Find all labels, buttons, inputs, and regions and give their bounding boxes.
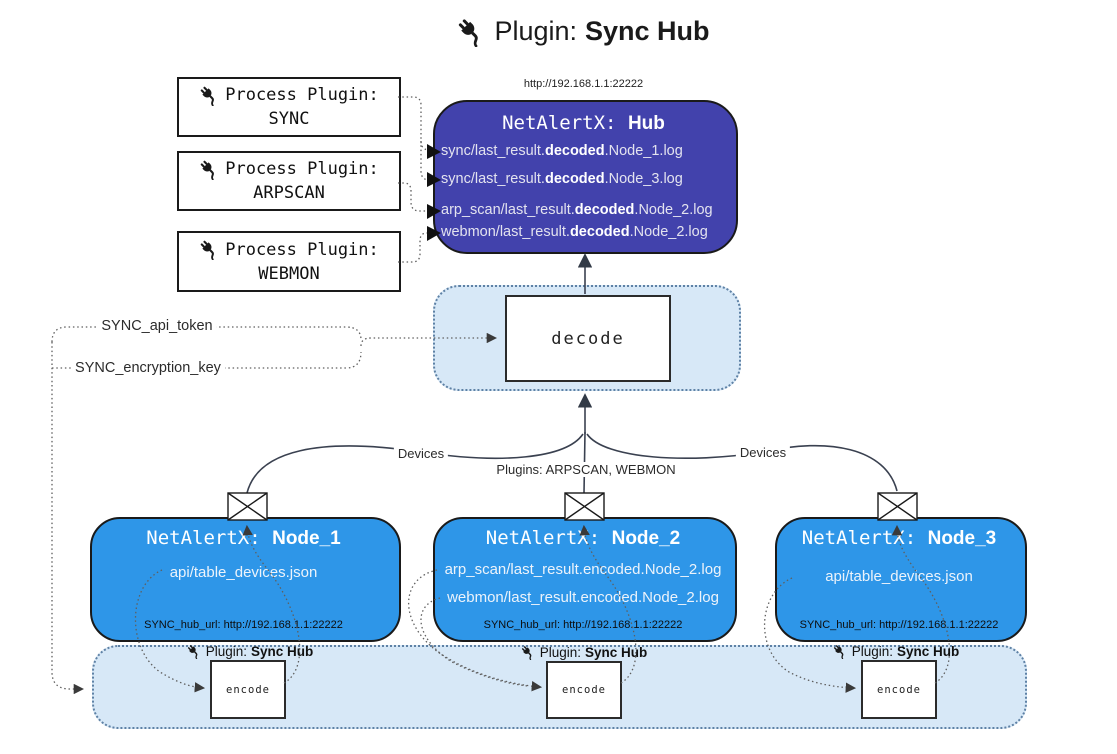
node2-file: arp_scan/last_result.encoded.Node_2.log xyxy=(444,561,722,578)
envelope-icon xyxy=(564,492,605,521)
config-encryption-key-label: SYNC_encryption_key xyxy=(71,360,225,376)
encode-box-2: encode xyxy=(546,661,622,719)
process-plugin-box-arpscan: Process Plugin: ARPSCAN xyxy=(177,151,401,211)
process-plugin-name: ARPSCAN xyxy=(253,183,325,203)
encode-plugin-label: Plugin:Sync Hub xyxy=(521,645,647,660)
encode-plugin-label: Plugin:Sync Hub xyxy=(187,644,313,659)
plug-icon xyxy=(199,159,220,180)
process-plugin-label: Process Plugin: xyxy=(225,239,379,260)
node3-title: NetAlertX: Node_3 xyxy=(801,527,997,549)
plug-icon xyxy=(521,645,536,660)
node2-hub-url: SYNC_hub_url: http://192.168.1.1:22222 xyxy=(483,619,683,631)
hub-log-line: webmon/last_result.decoded.Node_2.log xyxy=(441,224,708,240)
hub-log-line: sync/last_result.decoded.Node_1.log xyxy=(441,143,683,159)
encode-box-1: encode xyxy=(210,660,286,719)
node2-title: NetAlertX: Node_2 xyxy=(485,527,681,549)
process-plugin-name: WEBMON xyxy=(258,263,320,284)
plug-icon xyxy=(456,17,486,47)
edge-label-devices-right: Devices xyxy=(735,445,791,460)
node1-file: api/table_devices.json xyxy=(169,564,318,581)
envelope-icon xyxy=(227,492,268,521)
node2-file: webmon/last_result.encoded.Node_2.log xyxy=(447,589,719,606)
envelope-icon xyxy=(877,492,918,521)
plug-icon xyxy=(199,239,220,260)
process-plugin-label: Process Plugin: xyxy=(225,85,379,105)
plug-icon xyxy=(199,85,220,106)
edge-label-plugins: Plugins: ARPSCAN, WEBMON xyxy=(492,462,680,477)
config-api-token-label: SYNC_api_token xyxy=(97,318,217,334)
hub-log-line: sync/last_result.decoded.Node_3.log xyxy=(441,171,683,187)
hub-log-line: arp_scan/last_result.decoded.Node_2.log xyxy=(441,202,713,218)
encode-plugin-label: Plugin:Sync Hub xyxy=(833,644,959,659)
process-plugin-box-sync: Process Plugin: SYNC xyxy=(177,77,401,137)
process-plugin-name: SYNC xyxy=(268,109,310,129)
hub-box xyxy=(433,100,738,254)
page-title-bold: Sync Hub xyxy=(585,16,710,46)
plug-icon xyxy=(833,644,848,659)
envelope-icons xyxy=(227,492,918,521)
hub-title: NetAlertX: Hub xyxy=(433,112,734,135)
process-plugin-box-webmon: Process Plugin: WEBMON xyxy=(177,231,401,292)
edge-label-devices-left: Devices xyxy=(393,446,449,461)
process-plugin-label: Process Plugin: xyxy=(225,159,379,179)
page-title: Plugin: Sync Hub xyxy=(456,16,710,47)
node1-title: NetAlertX: Node_1 xyxy=(146,527,341,549)
hub-title-name: Hub xyxy=(627,113,665,134)
plug-icon xyxy=(187,644,202,659)
page-title-prefix: Plugin: xyxy=(494,16,578,46)
encode-box-3: encode xyxy=(861,660,937,719)
hub-url: http://192.168.1.1:22222 xyxy=(523,78,644,90)
node1-hub-url: SYNC_hub_url: http://192.168.1.1:22222 xyxy=(144,619,343,631)
node3-file: api/table_devices.json xyxy=(825,568,973,585)
decode-box: decode xyxy=(505,295,671,382)
node3-hub-url: SYNC_hub_url: http://192.168.1.1:22222 xyxy=(799,619,999,631)
hub-title-prefix: NetAlertX: xyxy=(502,112,617,134)
